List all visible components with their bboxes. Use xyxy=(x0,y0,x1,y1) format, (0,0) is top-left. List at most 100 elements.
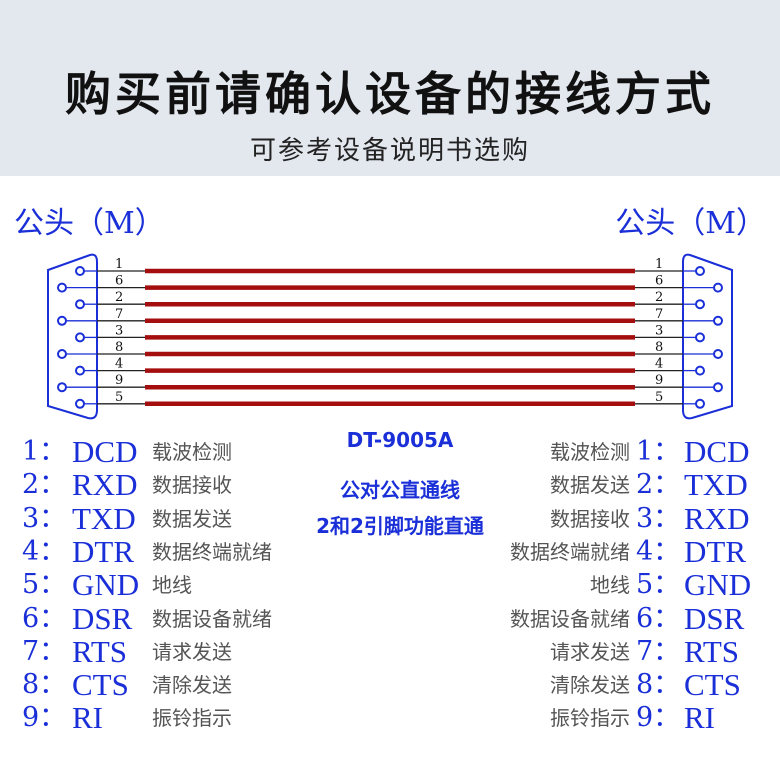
pin-num: 3： xyxy=(636,502,681,534)
pin-8-icon xyxy=(713,349,723,359)
right-pin-number: 5 xyxy=(655,390,663,405)
pin-2-icon xyxy=(75,299,85,310)
pin-code: DTR xyxy=(684,533,746,569)
right-pin-number: 4 xyxy=(655,357,663,372)
left-pin-number: 2 xyxy=(115,290,123,305)
pin-3-icon xyxy=(75,332,85,343)
left-pin-number: 5 xyxy=(115,390,123,405)
cable-type: 公对公直通线 xyxy=(340,478,460,502)
pin-desc: 数据发送 xyxy=(152,506,232,531)
pin-num: 1： xyxy=(22,436,67,467)
left-pin-number: 7 xyxy=(115,307,123,322)
pin-6-icon xyxy=(57,282,67,293)
pin-desc: 数据设备就绪 xyxy=(152,606,272,631)
right-pin-number: 3 xyxy=(655,323,663,338)
page-subtitle: 可参考设备说明书选购 xyxy=(249,136,530,166)
pin-6-icon xyxy=(713,282,723,293)
right-pin-number: 1 xyxy=(655,257,663,272)
pin-code: RTS xyxy=(72,633,127,669)
pin-num: 6： xyxy=(636,602,681,634)
pin-desc: 清除发送 xyxy=(152,673,232,698)
pin-code: RXD xyxy=(684,500,750,536)
pin-desc: 数据设备就绪 xyxy=(510,606,630,631)
pin-code: TXD xyxy=(72,500,136,536)
pin-7-icon xyxy=(713,315,723,326)
pin-5-icon xyxy=(75,398,85,409)
connector-shell xyxy=(47,253,98,420)
left-pin-number: 9 xyxy=(115,373,123,388)
right-pin-number: 2 xyxy=(655,290,663,305)
pin-num: 1： xyxy=(636,436,681,467)
pin-num: 6： xyxy=(22,602,67,634)
pin-desc: 振铃指示 xyxy=(550,706,630,731)
page-title: 购买前请确认设备的接线方式 xyxy=(65,67,715,121)
pin-4-icon xyxy=(75,365,85,376)
pin-code: CTS xyxy=(72,667,129,703)
left-pin-number: 6 xyxy=(115,274,123,289)
pin-code: DTR xyxy=(72,533,134,569)
pin-desc: 数据终端就绪 xyxy=(510,539,630,564)
right-pin-number: 6 xyxy=(655,274,663,289)
right-pin-number: 9 xyxy=(655,373,663,388)
pin-1-icon xyxy=(695,266,705,276)
pin-desc: 数据接收 xyxy=(152,473,232,498)
pin-desc: 载波检测 xyxy=(550,440,630,464)
pin-4-icon xyxy=(695,365,705,376)
pin-code: DCD xyxy=(684,434,750,469)
pin-num: 7： xyxy=(22,635,67,667)
pin-num: 7： xyxy=(636,635,681,667)
pin-code: DCD xyxy=(72,434,138,469)
pin-5-icon xyxy=(695,398,705,409)
left-pin-number: 4 xyxy=(115,357,123,372)
right-connector-label: 公头（M） xyxy=(615,206,766,241)
pin-num: 8： xyxy=(22,669,67,701)
pin-desc: 地线 xyxy=(152,573,192,598)
pin-code: DSR xyxy=(684,600,745,636)
pin-code: RXD xyxy=(72,467,138,503)
left-pin-row: 1：DCD 载波检测 xyxy=(22,435,232,469)
pin-num: 9： xyxy=(22,702,67,734)
pin-num: 5： xyxy=(636,569,681,601)
pin-desc: 载波检测 xyxy=(152,440,232,464)
right-db9-connector xyxy=(635,253,733,420)
pin-code: RTS xyxy=(684,633,739,669)
left-pin-number: 3 xyxy=(115,323,123,338)
pin-num: 8： xyxy=(636,669,681,701)
pin-code: GND xyxy=(684,567,752,603)
pin-desc: 请求发送 xyxy=(550,639,630,664)
pin-num: 2： xyxy=(636,469,681,501)
pin-desc: 数据发送 xyxy=(550,473,630,498)
right-pin-number: 8 xyxy=(655,340,663,355)
pin-num: 9： xyxy=(636,702,681,734)
pin-code: CTS xyxy=(684,667,741,703)
connector-shell xyxy=(682,253,733,420)
left-pin-number: 8 xyxy=(115,340,123,355)
pin-8-icon xyxy=(57,349,67,359)
left-db9-connector xyxy=(47,253,145,420)
pin-desc: 清除发送 xyxy=(550,673,630,698)
right-pin-row: 3：RXD 数据接收 xyxy=(0,500,780,536)
pin-desc: 数据接收 xyxy=(550,506,630,531)
pin-1-icon xyxy=(75,266,85,276)
pin-9-icon xyxy=(713,382,723,393)
left-pin-row: 8：CTS 清除发送 xyxy=(22,668,232,702)
pin-2-icon xyxy=(695,299,705,310)
header-banner: 购买前请确认设备的接线方式 可参考设备说明书选购 xyxy=(0,0,780,176)
left-pin-number: 1 xyxy=(115,257,123,272)
pin-code: GND xyxy=(72,567,140,603)
